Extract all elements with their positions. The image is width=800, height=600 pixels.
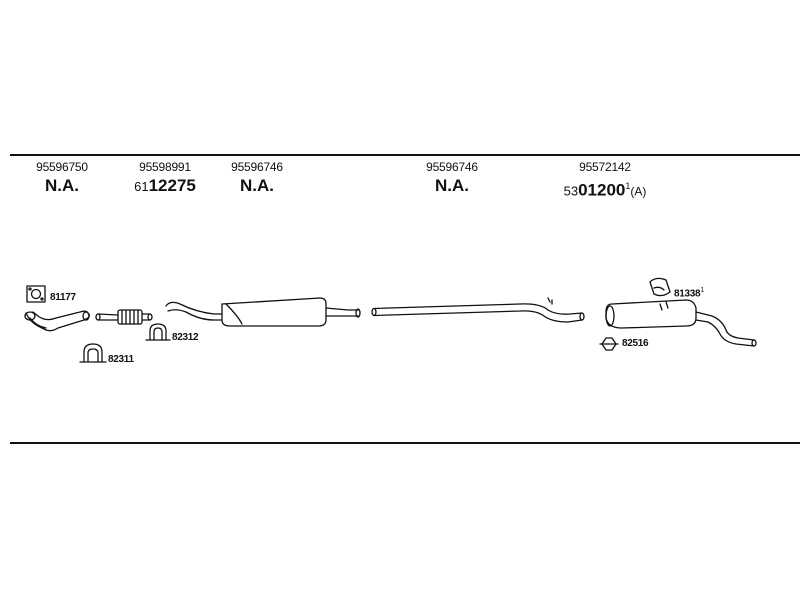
- clamp-icon: [79, 343, 107, 363]
- hanger-icon: [649, 277, 671, 297]
- front-silencer-part: [165, 297, 361, 327]
- column-middle-pipe: 95596746 N.A.: [412, 160, 492, 196]
- column-flex-pipe: 95598991 6112275: [120, 160, 210, 197]
- oem-number: 95598991: [139, 160, 191, 174]
- part-reference-main: 12275: [148, 176, 196, 195]
- column-front-pipe: 95596750 N.A.: [22, 160, 102, 196]
- top-rule: [10, 154, 800, 156]
- callout-clamp-82516: 82516: [622, 338, 649, 349]
- part-reference-main: 01200: [578, 180, 626, 200]
- oem-number: 95572142: [579, 160, 631, 174]
- oem-number: 95596746: [231, 160, 283, 174]
- gasket-icon: [26, 285, 46, 303]
- oem-number: 95596746: [426, 160, 478, 174]
- part-reference-note: 1: [625, 181, 631, 191]
- part-reference: 53012001(A): [545, 176, 665, 202]
- callout-clamp-82312: 82312: [172, 332, 199, 343]
- front-pipe-part: [24, 310, 90, 332]
- part-reference: N.A.: [435, 176, 469, 195]
- oem-number: 95596750: [36, 160, 88, 174]
- column-rear-silencer: 95572142 53012001(A): [545, 160, 665, 202]
- part-reference: 6112275: [120, 176, 210, 197]
- rear-silencer-part: [605, 299, 757, 347]
- column-front-silencer: 95596746 N.A.: [217, 160, 297, 196]
- part-reference-suffix: (A): [630, 184, 647, 199]
- part-reference-prefix: 53: [563, 183, 579, 199]
- callout-gasket: 81177: [50, 292, 76, 303]
- part-reference: N.A.: [45, 176, 79, 195]
- middle-pipe-part: [371, 297, 585, 323]
- clamp-icon: [145, 323, 171, 341]
- part-reference-prefix: 61: [134, 179, 149, 194]
- callout-clamp-82311: 82311: [108, 354, 134, 365]
- flex-pipe-part: [95, 309, 153, 325]
- callout-note: 1: [700, 287, 704, 294]
- callout-hanger: 813381: [674, 287, 704, 300]
- part-reference: N.A.: [240, 176, 274, 195]
- clamp-icon: [599, 337, 619, 351]
- bottom-rule: [10, 442, 800, 444]
